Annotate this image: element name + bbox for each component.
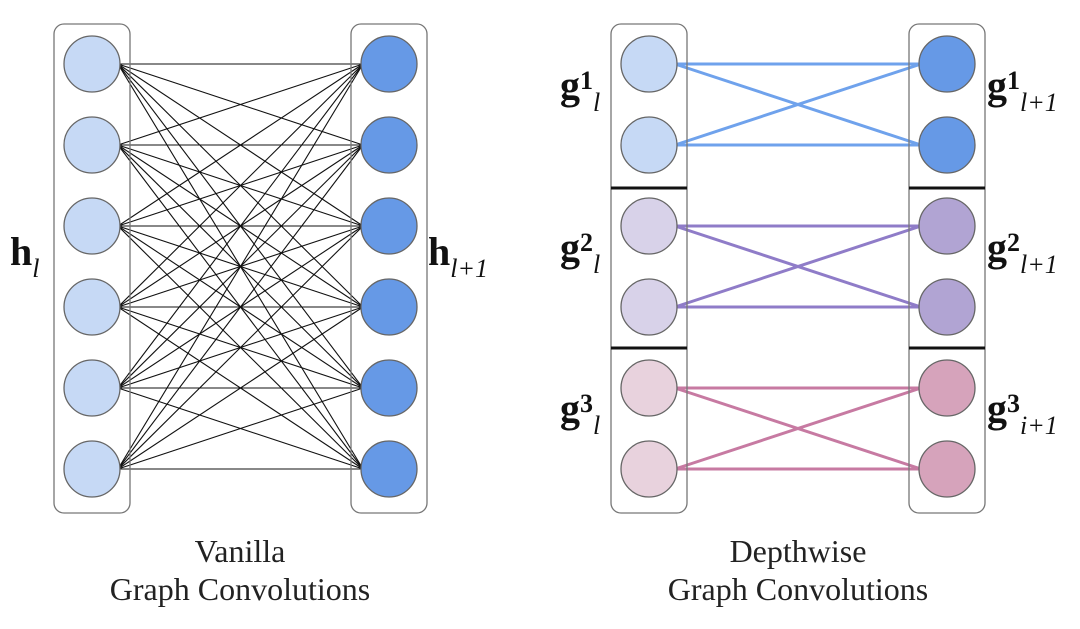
input-node (63, 440, 121, 498)
depthwise-output-layer-box (908, 23, 986, 514)
edge (674, 224, 922, 309)
output-node (360, 197, 418, 255)
edge (117, 306, 364, 470)
input-node (620, 35, 678, 93)
edge (117, 63, 364, 470)
label-base: h (10, 229, 33, 274)
input-node (620, 197, 678, 255)
input-node (620, 116, 678, 174)
label-subscript: l+1 (450, 254, 489, 283)
caption-line: Graph Convolutions (667, 571, 929, 607)
input-node (63, 197, 121, 255)
label-base: g (987, 386, 1007, 431)
depthwise-input-label-2: g2l (560, 224, 600, 279)
input-node (63, 35, 121, 93)
vanilla-input-layer-box (53, 23, 131, 514)
label-superscript: 3 (580, 388, 593, 418)
depthwise-output-label-3: g3i+1 (987, 385, 1058, 440)
vanilla-input-label: hl (10, 228, 39, 283)
label-base: g (560, 225, 580, 270)
edge (117, 225, 364, 470)
edge (117, 63, 364, 146)
output-node (918, 440, 976, 498)
label-superscript: 1 (580, 65, 593, 95)
input-node (63, 359, 121, 417)
vanilla-output-layer-box (350, 23, 428, 514)
label-subscript: i+1 (1020, 411, 1058, 440)
edge (674, 62, 922, 147)
depthwise-input-label-3: g3l (560, 385, 600, 440)
label-base: g (560, 386, 580, 431)
label-subscript: l+1 (1020, 250, 1058, 279)
depthwise-nodes (620, 35, 976, 498)
depthwise-output-label-2: g2l+1 (987, 224, 1058, 279)
label-subscript: l (593, 411, 601, 440)
depthwise-caption: Depthwise Graph Convolutions (648, 532, 948, 608)
edge (117, 144, 364, 470)
label-base: g (560, 63, 580, 108)
output-node (360, 278, 418, 336)
vanilla-nodes (63, 35, 418, 498)
label-subscript: l (32, 254, 40, 283)
edge (117, 63, 364, 308)
output-node (918, 35, 976, 93)
depthwise-edges (674, 62, 922, 471)
edge (117, 387, 364, 470)
vanilla-caption: Vanilla Graph Convolutions (90, 532, 390, 608)
output-node (918, 116, 976, 174)
vanilla-output-label: hl+1 (428, 228, 488, 283)
output-node (360, 116, 418, 174)
caption-line: Graph Convolutions (109, 571, 371, 607)
vanilla-edges (117, 63, 364, 470)
caption-line: Vanilla (194, 533, 286, 569)
input-node (63, 116, 121, 174)
caption-line: Depthwise (729, 533, 867, 569)
input-node (620, 440, 678, 498)
label-base: g (987, 225, 1007, 270)
edge (117, 63, 364, 389)
depthwise-output-label-1: g1l+1 (987, 62, 1058, 117)
output-node (918, 278, 976, 336)
edge (117, 63, 364, 227)
output-node (360, 359, 418, 417)
label-subscript: l (593, 250, 601, 279)
label-superscript: 3 (1007, 388, 1020, 418)
input-node (620, 359, 678, 417)
depthwise-input-layer-box (610, 23, 688, 514)
edge (674, 386, 922, 471)
output-node (360, 440, 418, 498)
label-base: h (428, 229, 451, 274)
input-node (620, 278, 678, 336)
label-superscript: 1 (1007, 65, 1020, 95)
output-node (918, 359, 976, 417)
depthwise-input-label-1: g1l (560, 62, 600, 117)
label-superscript: 2 (1007, 227, 1020, 257)
label-superscript: 2 (580, 227, 593, 257)
label-base: g (987, 63, 1007, 108)
output-node (360, 35, 418, 93)
output-node (918, 197, 976, 255)
label-subscript: l+1 (1020, 88, 1058, 117)
label-subscript: l (593, 88, 601, 117)
input-node (63, 278, 121, 336)
